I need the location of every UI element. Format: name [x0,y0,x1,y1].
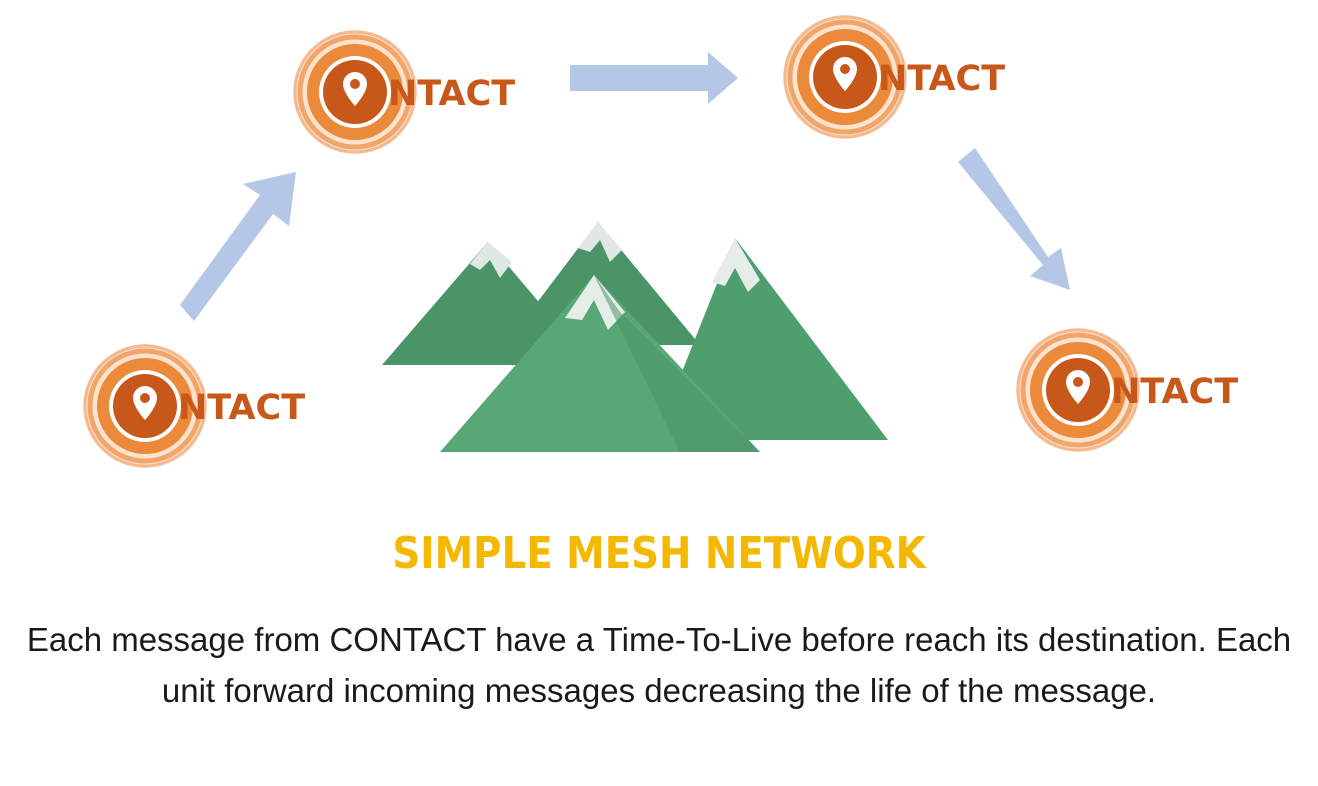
diagram-description: Each message from CONTACT have a Time-To… [26,621,1292,709]
diagram-title: SIMPLE MESH NETWORK [392,528,926,579]
mesh-diagram: NTACT NTACT NTACT NTACT [0,0,1238,500]
contact-logo: NTACT [293,30,515,154]
arrow-icon [180,172,296,321]
contact-logo-text: NTACT [388,74,515,114]
contact-logo-text: NTACT [178,388,305,428]
contact-logo: NTACT [83,344,305,468]
contact-logo-text: NTACT [1111,372,1238,412]
arrow-icon [570,52,738,104]
contact-logo: NTACT [783,15,1005,139]
arrow-icon [958,148,1070,290]
contact-logo-text: NTACT [878,59,1005,99]
contact-logo: NTACT [1016,328,1238,452]
mountains-illustration [382,222,888,452]
